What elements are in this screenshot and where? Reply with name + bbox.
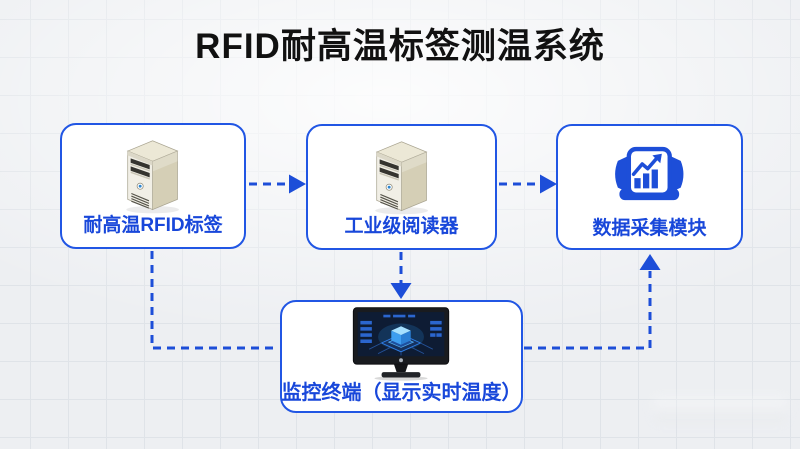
arrowhead-right-icon xyxy=(289,174,306,194)
node-label-rfid-tag: 耐高温RFID标签 xyxy=(83,215,223,236)
edge-reader-to-terminal xyxy=(390,252,412,299)
arrowhead-right-icon xyxy=(540,174,557,194)
server-tower-icon xyxy=(375,141,428,215)
node-label-industrial-reader: 工业级阅读器 xyxy=(344,216,459,237)
node-rfid-tag: 耐高温RFID标签 xyxy=(60,123,246,249)
node-industrial-reader: 工业级阅读器 xyxy=(306,124,497,250)
edge-terminal-to-collector xyxy=(524,254,661,350)
node-label-data-collector: 数据采集模块 xyxy=(592,218,707,239)
edge-tag-to-reader xyxy=(249,174,306,194)
edge-reader-to-collector xyxy=(499,174,557,194)
diagram-title: RFID耐高温标签测温系统 xyxy=(195,27,605,66)
node-label-monitor-terminal: 监控终端（显示实时温度） xyxy=(281,382,522,404)
server-tower-icon xyxy=(126,140,180,214)
arrowhead-down-icon xyxy=(390,283,412,299)
watermark-smudge xyxy=(653,397,788,423)
arrowhead-up-icon xyxy=(639,254,661,270)
bar-chart-module-icon xyxy=(615,146,684,201)
node-monitor-terminal: 监控终端（显示实时温度） xyxy=(280,300,523,413)
edge-tag-to-terminal xyxy=(150,251,279,350)
monitor-terminal-icon xyxy=(353,307,450,381)
node-data-collector: 数据采集模块 xyxy=(556,124,743,250)
